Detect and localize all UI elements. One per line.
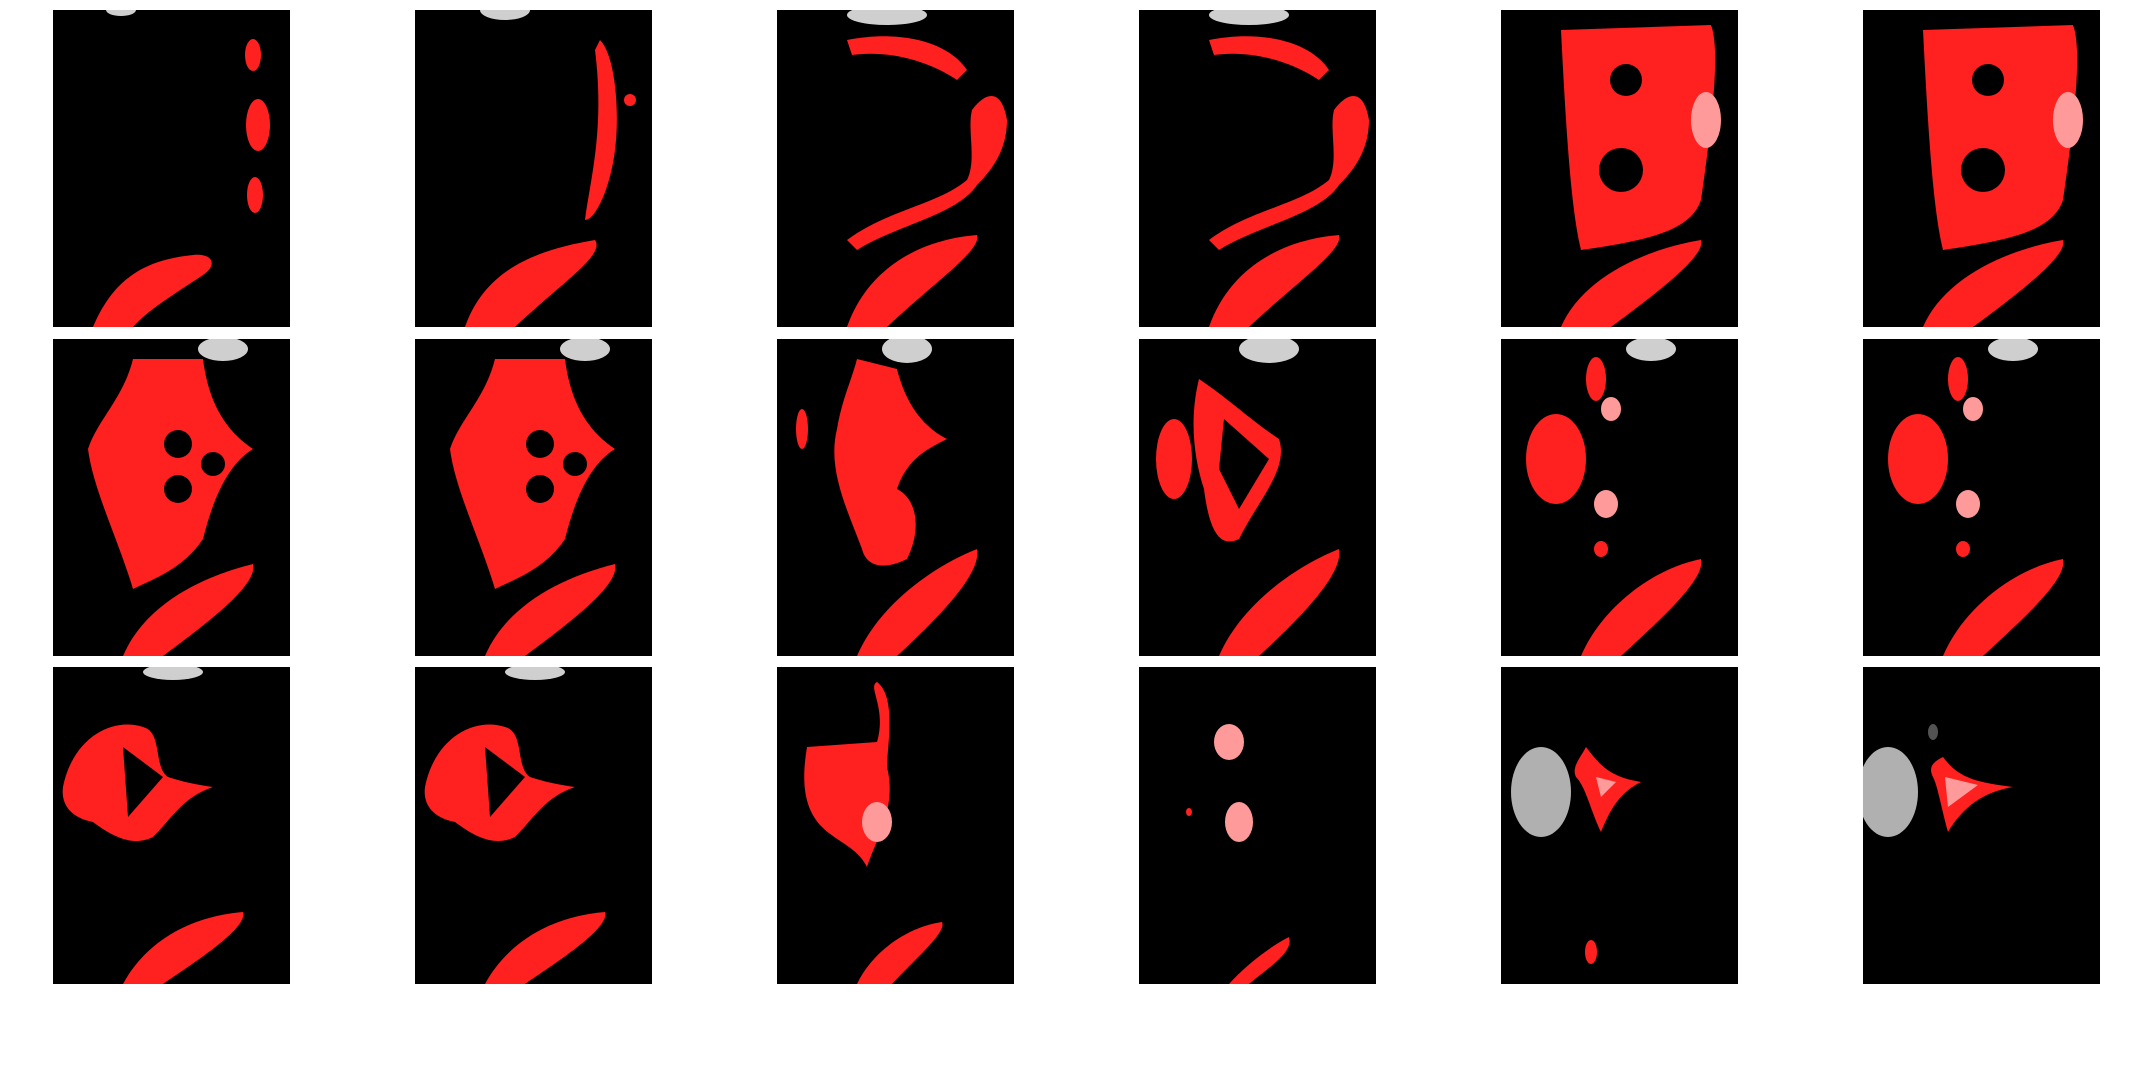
segmentation-overlay [1526,339,1702,656]
image-panel-r1-c6 [1863,10,2100,327]
image-panel-r1-c4 [1139,10,1376,327]
segmentation-overlay [1888,339,2064,656]
image-panel-r3-c6 [1863,667,2100,984]
image-panel-r2-c5 [1501,339,1738,656]
segmentation-overlay [1186,724,1290,984]
segmentation-overlay [1156,339,1340,656]
image-panel-r2-c1 [53,339,290,656]
segmentation-overlay [465,10,636,327]
image-panel-r3-c5 [1501,667,1738,984]
segmentation-overlay [1511,747,1641,964]
segmentation-overlay [93,10,270,327]
segmentation-overlay [450,339,616,656]
segmentation-overlay [804,682,943,984]
image-panel-r1-c3 [777,10,1014,327]
image-panel-r1-c5 [1501,10,1738,327]
image-panel-r3-c2 [415,667,652,984]
image-panel-r3-c1 [53,667,290,984]
segmentation-overlay [796,339,978,656]
segmentation-overlay [1209,10,1369,327]
segmentation-overlay [1863,724,2013,837]
image-panel-r2-c2 [415,339,652,656]
image-panel-r2-c4 [1139,339,1376,656]
segmentation-overlay [62,667,244,984]
image-panel-r1-c2 [415,10,652,327]
image-panel-r2-c3 [777,339,1014,656]
segmentation-overlay [1923,25,2083,327]
segmentation-overlay [847,10,1007,327]
image-panel-r3-c3 [777,667,1014,984]
image-panel-r3-c4 [1139,667,1376,984]
segmentation-overlay [88,339,254,656]
segmentation-overlay [424,667,606,984]
image-panel-r1-c1 [53,10,290,327]
image-panel-r2-c6 [1863,339,2100,656]
segmentation-overlay [1561,25,1721,327]
